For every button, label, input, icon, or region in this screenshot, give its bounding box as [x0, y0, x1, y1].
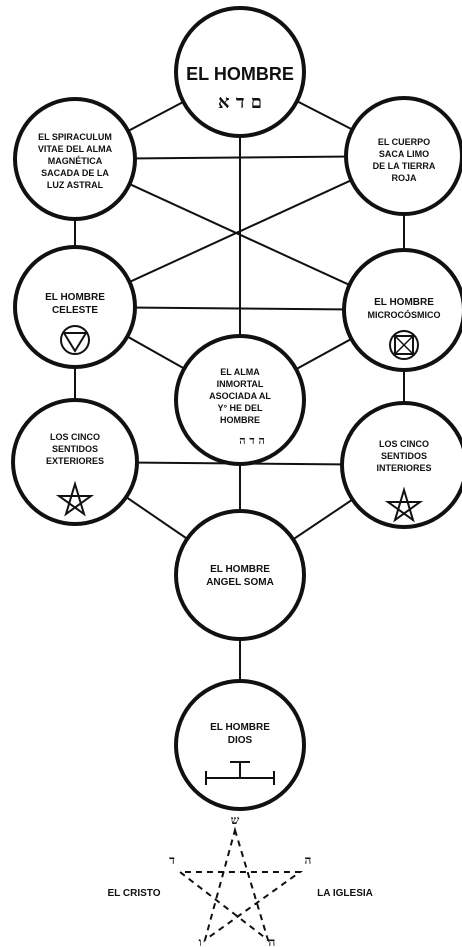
- node-god-line-2: DIOS: [228, 735, 253, 746]
- node-upper-right-line-3: DE LA TIERRA: [373, 161, 436, 171]
- pentagram-right-label: LA IGLESIA: [317, 888, 373, 899]
- node-god-line-1: EL HOMBRE: [210, 722, 270, 733]
- node-alma-inmortal: EL ALMA INMORTAL ASOCIADA AL Y° HE DEL H…: [174, 334, 306, 466]
- node-bottom-line-1: EL HOMBRE: [210, 564, 270, 575]
- node-upper-right-line-2: SACA LIMO: [379, 149, 429, 159]
- node-hombre-celeste: EL HOMBRE CELESTE: [13, 245, 137, 369]
- node-middle-left-line-1: EL HOMBRE: [45, 292, 105, 303]
- node-bottom-line-2: ANGEL SOMA: [206, 577, 274, 588]
- node-upper-left-line-5: LUZ ASTRAL: [47, 180, 104, 190]
- pentagram-letter-right: ה: [305, 853, 312, 867]
- node-center-line-1: EL ALMA: [220, 367, 260, 377]
- crossed-square-icon: [389, 330, 419, 360]
- dashed-pentagram: ש ד ה ו ה EL CRISTO LA IGLESIA: [108, 813, 373, 947]
- node-center-line-2: INMORTAL: [217, 379, 264, 389]
- node-hombre-angel: EL HOMBRE ANGEL SOMA: [174, 509, 306, 641]
- pentagram-letter-bottom-right: ה: [269, 935, 276, 947]
- node-lower-right-line-2: SENTIDOS: [381, 451, 427, 461]
- pentagram-letter-bottom-left: ו: [198, 935, 201, 947]
- pentagram-left-label: EL CRISTO: [108, 888, 161, 899]
- node-top-hebrew: ם ד א: [218, 92, 262, 113]
- pentagram-letter-left: ד: [169, 853, 175, 867]
- node-lower-left-line-2: SENTIDOS: [52, 444, 98, 454]
- node-upper-left-line-3: MAGNÉTICA: [48, 156, 103, 166]
- node-middle-right-line-2: MICROCÓSMICO: [368, 309, 441, 320]
- node-upper-right-line-1: EL CUERPO: [378, 137, 430, 147]
- tau-bar-icon: [205, 761, 275, 785]
- pentagram-icon: [384, 486, 424, 523]
- node-sentidos-exteriores: LOS CINCO SENTIDOS EXTERIORES: [11, 398, 139, 526]
- node-lower-right-line-1: LOS CINCO: [379, 439, 429, 449]
- node-sentidos-interiores: LOS CINCO SENTIDOS INTERIORES: [340, 401, 462, 529]
- node-center-hebrew: ה ד ה: [239, 434, 265, 447]
- circle-triangle-icon: [60, 325, 90, 355]
- node-lower-left-line-3: EXTERIORES: [46, 456, 104, 466]
- node-middle-left-line-2: CELESTE: [52, 305, 98, 316]
- node-el-cuerpo: EL CUERPO SACA LIMO DE LA TIERRA ROJA: [344, 96, 462, 216]
- node-upper-left-line-4: SACADA DE LA: [41, 168, 109, 178]
- node-el-hombre-top: EL HOMBRE ם ד א: [174, 6, 306, 138]
- node-hombre-microcosmico: EL HOMBRE MICROCÓSMICO: [342, 248, 462, 372]
- node-upper-left-line-2: VITAE DEL ALMA: [38, 144, 113, 154]
- node-center-line-3: ASOCIADA AL: [209, 391, 271, 401]
- node-top-line-1: EL HOMBRE: [186, 64, 294, 84]
- node-lower-left-line-1: LOS CINCO: [50, 432, 100, 442]
- pentagram-letter-top: ש: [231, 813, 240, 827]
- node-hombre-dios: EL HOMBRE DIOS: [174, 679, 306, 811]
- node-upper-right-line-4: ROJA: [391, 173, 417, 183]
- node-center-line-4: Y° HE DEL: [217, 403, 263, 413]
- node-lower-right-line-3: INTERIORES: [376, 463, 431, 473]
- node-upper-left-line-1: EL SPIRACULUM: [38, 132, 112, 142]
- pentagram-icon: [55, 480, 95, 517]
- node-middle-right-line-1: EL HOMBRE: [374, 297, 434, 308]
- node-center-line-5: HOMBRE: [220, 415, 260, 425]
- node-spiraculum: EL SPIRACULUM VITAE DEL ALMA MAGNÉTICA S…: [13, 97, 137, 221]
